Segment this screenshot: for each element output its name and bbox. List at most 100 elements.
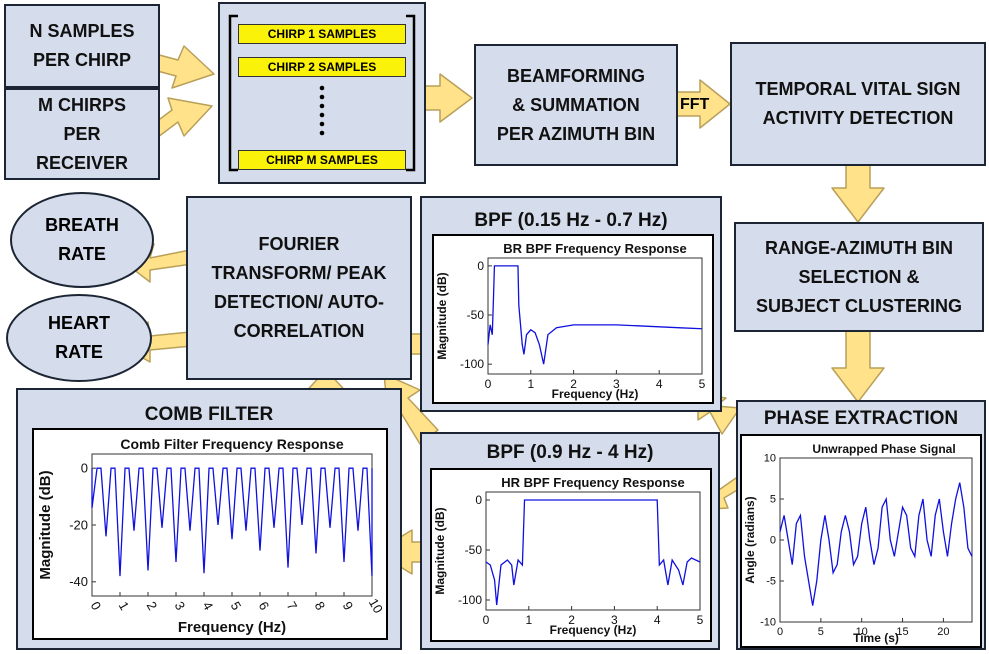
y-tick-label: -20 [69, 517, 88, 532]
y-axis-label: Magnitude (dB) [435, 272, 449, 359]
x-tick-label: 3 [172, 599, 189, 613]
x-tick-label: 1 [116, 599, 133, 613]
hr-bpf-title: BPF (0.9 Hz - 4 Hz) [486, 442, 654, 463]
x-tick-label: 1 [527, 377, 534, 391]
n-samples-line-2: PER CHIRP [32, 50, 131, 70]
plot-area [485, 491, 701, 611]
y-tick-label: -100 [460, 357, 484, 371]
x-tick-label: 15 [896, 626, 908, 638]
y-axis-label: Magnitude (dB) [37, 470, 54, 579]
range-line-1: RANGE-AZIMUTH BIN [765, 237, 953, 258]
n-samples-box: N SAMPLES PER CHIRP [4, 4, 160, 88]
y-tick-label: 5 [770, 494, 776, 506]
y-tick-label: 10 [764, 453, 776, 465]
x-tick-label: 0 [483, 613, 490, 627]
y-tick-label: -50 [465, 543, 483, 557]
fourier-line-2: TRANSFORM/ PEAK [211, 263, 387, 283]
chirp-matrix-box: CHIRP 1 SAMPLES CHIRP 2 SAMPLES CHIRP M … [218, 2, 426, 184]
x-tick-label: 0 [88, 599, 105, 613]
br-bpf-title: BPF (0.15 Hz - 0.7 Hz) [474, 210, 668, 231]
x-tick-label: 9 [340, 599, 357, 613]
matrix-brackets [228, 14, 416, 172]
heart-rate-ellipse: HEART RATE [6, 294, 152, 382]
range-line-2: SELECTION & [798, 266, 920, 287]
x-tick-label: 4 [200, 599, 217, 613]
x-tick-label: 2 [570, 377, 577, 391]
temporal-line-1: TEMPORAL VITAL SIGN [755, 79, 961, 99]
beamforming-line-3: PER AZIMUTH BIN [496, 123, 656, 144]
x-tick-label: 3 [613, 377, 620, 391]
heart-line-2: RATE [55, 342, 103, 362]
y-tick-label: -5 [766, 576, 776, 588]
x-tick-label: 5 [228, 599, 245, 613]
m-chirps-line-1: M CHIRPS [37, 94, 126, 115]
x-axis-label: Frequency (Hz) [552, 387, 639, 401]
temporal-line-2: ACTIVITY DETECTION [762, 108, 954, 128]
y-tick-label: 0 [475, 493, 482, 507]
br-bpf-trace [487, 265, 703, 365]
fourier-line-3: DETECTION/ AUTO- [214, 292, 384, 312]
chirp-1-samples: CHIRP 1 SAMPLES [238, 24, 406, 44]
chart-title: HR BPF Frequency Response [501, 475, 685, 490]
comb-filter-title: COMB FILTER [144, 404, 274, 425]
x-tick-label: 2 [144, 599, 161, 613]
y-tick-label: 0 [770, 535, 776, 547]
x-tick-label: 6 [256, 599, 273, 613]
beamforming-box: BEAMFORMING & SUMMATION PER AZIMUTH BIN [474, 44, 678, 166]
x-tick-label: 3 [611, 613, 618, 627]
y-axis-label: Magnitude (dB) [433, 507, 447, 594]
m-chirps-line-3: RECEIVER [35, 152, 129, 173]
plot-area [487, 257, 703, 375]
x-tick-label: 7 [284, 599, 301, 613]
fourier-line-4: CORRELATION [233, 321, 365, 341]
x-tick-label: 8 [312, 599, 329, 613]
heart-line-1: HEART [48, 313, 110, 333]
x-axis-label: Frequency (Hz) [550, 623, 637, 637]
y-tick-label: 0 [477, 259, 484, 273]
br-bpf-panel: BPF (0.15 Hz - 0.7 Hz) BR BPF Frequency … [420, 196, 722, 412]
chart-title: BR BPF Frequency Response [503, 241, 687, 256]
x-tick-label: 4 [656, 377, 663, 391]
temporal-detection-box: TEMPORAL VITAL SIGN ACTIVITY DETECTION [730, 42, 986, 166]
fft-label: FFT [680, 96, 710, 113]
x-tick-label: 0 [777, 626, 783, 638]
chirp-m-samples: CHIRP M SAMPLES [238, 150, 406, 170]
plot-area [779, 457, 973, 623]
x-tick-label: 10 [366, 596, 386, 616]
x-tick-label: 4 [654, 613, 661, 627]
breath-rate-ellipse: BREATH RATE [10, 192, 154, 288]
y-tick-label: -10 [760, 617, 776, 629]
comb-filter-panel: COMB FILTER Comb Filter Frequency Respon… [16, 388, 402, 650]
chart-title: Comb Filter Frequency Response [120, 436, 343, 452]
x-tick-label: 5 [818, 626, 824, 638]
breath-line-1: BREATH [45, 215, 119, 235]
beamforming-line-1: BEAMFORMING [506, 65, 645, 86]
breath-line-2: RATE [58, 244, 106, 264]
chart-title: Unwrapped Phase Signal [812, 442, 955, 456]
range-azimuth-box: RANGE-AZIMUTH BIN SELECTION & SUBJECT CLUS… [734, 222, 984, 332]
beamforming-line-2: & SUMMATION [512, 94, 640, 115]
phase-signal-trace [779, 482, 973, 606]
n-samples-line-1: N SAMPLES [29, 21, 135, 41]
x-tick-label: 5 [699, 377, 706, 391]
arrow-range-to-phase [831, 329, 885, 403]
x-axis-label: Frequency (Hz) [178, 619, 286, 636]
x-tick-label: 10 [856, 626, 868, 638]
comb-filter-trace [91, 467, 373, 577]
x-axis-label: Time (s) [853, 631, 899, 645]
m-chirps-box: M CHIRPS PER RECEIVER [4, 88, 160, 180]
m-chirps-line-2: PER [63, 123, 101, 144]
phase-extraction-panel: PHASE EXTRACTION Unwrapped Phase Signal 0… [736, 400, 986, 650]
x-tick-label: 5 [697, 613, 704, 627]
y-tick-label: -50 [467, 308, 485, 322]
range-line-3: SUBJECT CLUSTERING [755, 295, 962, 316]
x-tick-label: 1 [525, 613, 532, 627]
hr-bpf-panel: BPF (0.9 Hz - 4 Hz) HR BPF Frequency Res… [420, 432, 720, 650]
y-tick-label: -40 [69, 574, 88, 589]
phase-extraction-title: PHASE EXTRACTION [763, 408, 959, 429]
